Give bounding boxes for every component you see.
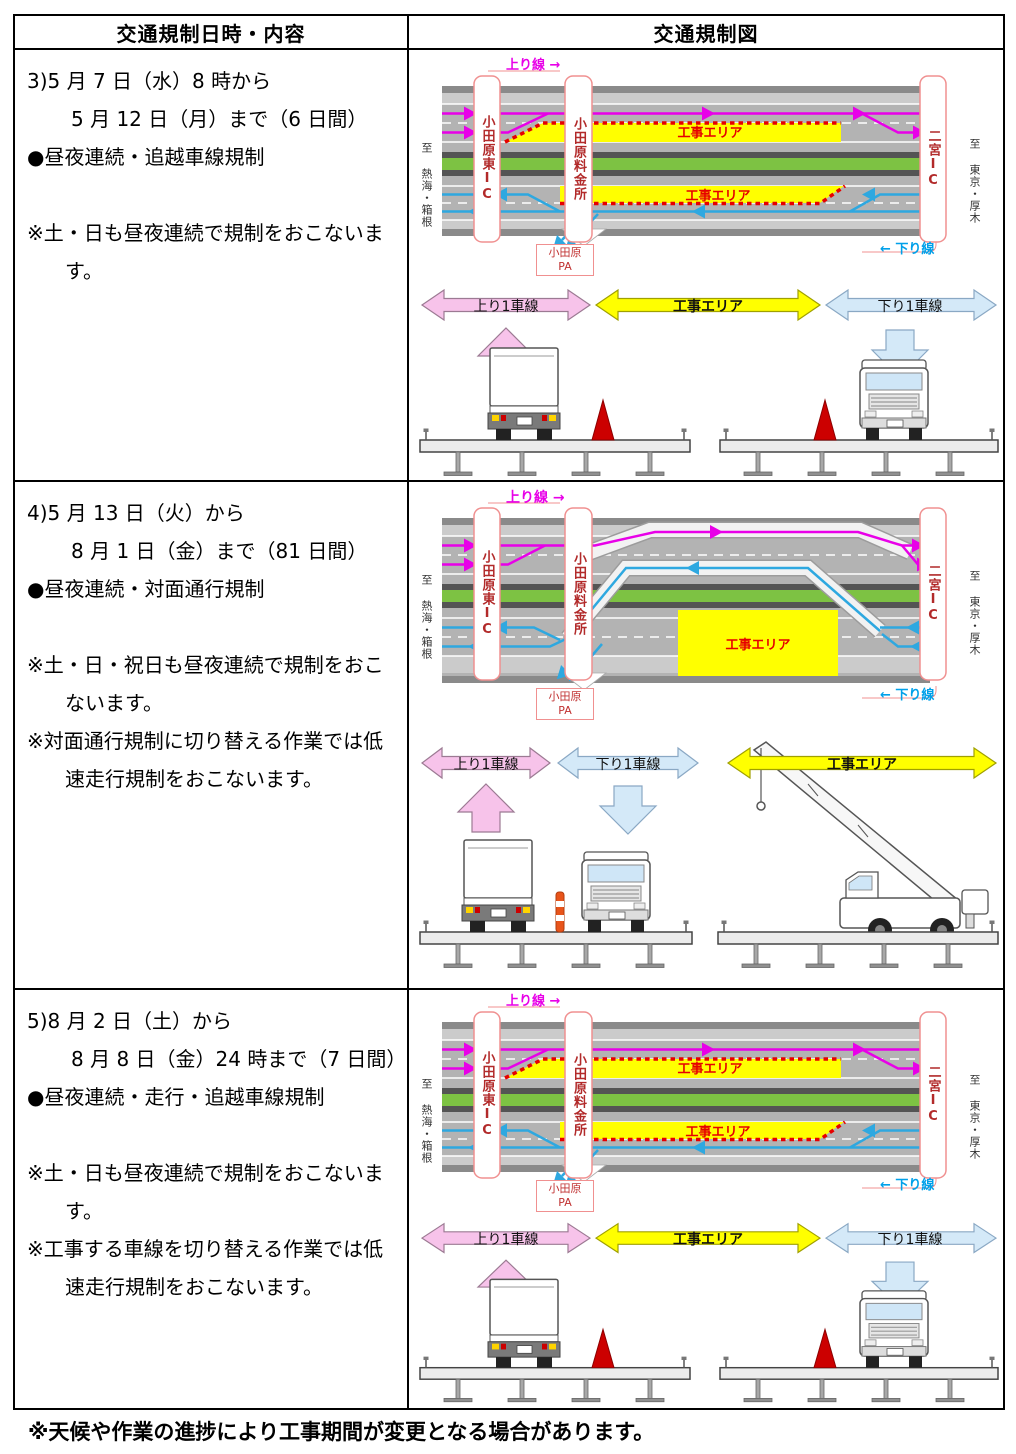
- ic-right-label: 二宮IC: [925, 129, 941, 189]
- row3-diagram-cell: 上り線 → 至 熱海・箱根 至 東京・厚木 小田原東IC 小田原料金所 二宮IC…: [409, 48, 1003, 480]
- ic-left-label: 小田原東IC: [479, 115, 495, 203]
- up-line-label: 上り線 →: [506, 994, 561, 1009]
- header-col-diagram: 交通規制図: [409, 16, 1003, 48]
- down-line-label: ← 下り線: [880, 1178, 935, 1193]
- row4-diagram-cell: 上り線 → 至 熱海・箱根 至 東京・厚木 小田原東IC 小田原料金所 二宮IC…: [409, 480, 1003, 988]
- ic-left-label: 小田原東IC: [479, 550, 495, 638]
- row4-text-cell: 4)5 月 13 日（火）から 8 月 1 日（金）まで（81 日間） ●昼夜連…: [15, 480, 409, 988]
- up-line-label: 上り線 →: [506, 490, 565, 506]
- schedule-change-footnote: ※天候や作業の進捗により工事期間が変更となる場合があります。: [28, 1420, 655, 1444]
- work-area-lane-label: 工事エリア: [673, 299, 743, 315]
- row4-period-line1: 4)5 月 13 日（火）から: [27, 501, 245, 525]
- row5-note1: ※土・日も昼夜連続で規制をおこないます。: [27, 1161, 384, 1223]
- ic-right-label: 二宮IC: [925, 564, 941, 624]
- row3-plan-diagram: 上り線 → 至 熱海・箱根 至 東京・厚木 小田原東IC 小田原料金所 二宮IC…: [410, 56, 1002, 280]
- tollgate-label: 小田原料金所: [571, 117, 586, 201]
- row3-note1: ※土・日も昼夜連続で規制をおこないます。: [27, 221, 384, 283]
- row3-period-line1: 3)5 月 7 日（水）8 時から: [27, 69, 272, 93]
- row4-plan-diagram: 上り線 → 至 熱海・箱根 至 東京・厚木 小田原東IC 小田原料金所 二宮IC…: [410, 488, 1002, 728]
- dest-left-label: 至 熱海・箱根: [420, 1078, 433, 1164]
- lane-down-label: 下り1車線: [595, 757, 661, 773]
- row4-period-line2: 8 月 1 日（金）まで（81 日間）: [71, 539, 368, 563]
- row3-cross-section: 上り1車線 工事エリア 下り1車線: [410, 282, 1002, 480]
- work-area-label-up: 工事エリア: [677, 1062, 743, 1077]
- dest-right-label: 至 東京・厚木: [968, 570, 981, 656]
- pa-label: 小田原 PA: [536, 1180, 594, 1212]
- pa-label: 小田原 PA: [536, 244, 594, 276]
- work-area-lane-label: 工事エリア: [827, 757, 897, 773]
- row5-note2: ※工事する車線を切り替える作業では低速走行規制をおこないます。: [27, 1237, 384, 1299]
- header-datetime-label: 交通規制日時・内容: [116, 21, 306, 46]
- ic-left-label: 小田原東IC: [479, 1051, 495, 1139]
- cross-section-svg: [410, 740, 1002, 985]
- down-line-label: ← 下り線: [880, 242, 935, 257]
- row5-period-line1: 5)8 月 2 日（土）から: [27, 1009, 233, 1033]
- up-line-label: 上り線 →: [506, 58, 561, 73]
- row5-diagram-cell: 上り線 → 至 熱海・箱根 至 東京・厚木 小田原東IC 小田原料金所 二宮IC…: [409, 988, 1003, 1408]
- row5-period-line2: 8 月 8 日（金）24 時まで（7 日間）: [71, 1047, 407, 1071]
- lane-up-label: 上り1車線: [473, 299, 539, 315]
- header-col-datetime: 交通規制日時・内容: [15, 16, 409, 48]
- work-area-label-up: 工事エリア: [677, 126, 743, 141]
- dest-left-label: 至 熱海・箱根: [420, 574, 433, 660]
- row3-text-cell: 3)5 月 7 日（水）8 時から 5 月 12 日（月）まで（6 日間） ●昼…: [15, 48, 409, 480]
- dest-right-label: 至 東京・厚木: [968, 1074, 981, 1160]
- row4-note1: ※土・日・祝日も昼夜連続で規制をおこないます。: [27, 653, 384, 715]
- ic-right-label: 二宮IC: [925, 1065, 941, 1125]
- row4-note2: ※対面通行規制に切り替える作業では低速走行規制をおこないます。: [27, 729, 384, 791]
- lane-up-label: 上り1車線: [473, 1232, 539, 1248]
- lane-up-label: 上り1車線: [453, 757, 519, 773]
- header-diagram-label: 交通規制図: [653, 21, 759, 46]
- row5-regulation: ●昼夜連続・走行・追越車線規制: [27, 1085, 325, 1109]
- row4-cross-section: 上り1車線 下り1車線 工事エリア: [410, 740, 1002, 985]
- row5-text-cell: 5)8 月 2 日（土）から 8 月 8 日（金）24 時まで（7 日間） ●昼…: [15, 988, 409, 1408]
- pa-label: 小田原 PA: [536, 688, 594, 720]
- dest-left-label: 至 熱海・箱根: [420, 142, 433, 228]
- work-area-label-down: 工事エリア: [685, 189, 751, 204]
- tollgate-label: 小田原料金所: [571, 1053, 586, 1137]
- tollgate-label: 小田原料金所: [571, 552, 586, 636]
- work-area-label-down: 工事エリア: [685, 1125, 751, 1140]
- work-area-label: 工事エリア: [725, 638, 791, 653]
- dest-right-label: 至 東京・厚木: [968, 138, 981, 224]
- regulation-table: 交通規制日時・内容 交通規制図 3)5 月 7 日（水）8 時から 5 月 12…: [13, 14, 1005, 1410]
- row3-period-line2: 5 月 12 日（月）まで（6 日間）: [71, 107, 368, 131]
- row5-cross-section: 上り1車線 工事エリア 下り1車線: [410, 1216, 1002, 1408]
- work-area-lane-label: 工事エリア: [673, 1232, 743, 1248]
- lane-down-label: 下り1車線: [877, 1232, 943, 1248]
- lane-down-label: 下り1車線: [877, 299, 943, 315]
- down-line-label: ← 下り線: [880, 688, 935, 703]
- row4-regulation: ●昼夜連続・対面通行規制: [27, 577, 265, 601]
- row5-plan-diagram: 上り線 → 至 熱海・箱根 至 東京・厚木 小田原東IC 小田原料金所 二宮IC…: [410, 992, 1002, 1216]
- row3-regulation: ●昼夜連続・追越車線規制: [27, 145, 265, 169]
